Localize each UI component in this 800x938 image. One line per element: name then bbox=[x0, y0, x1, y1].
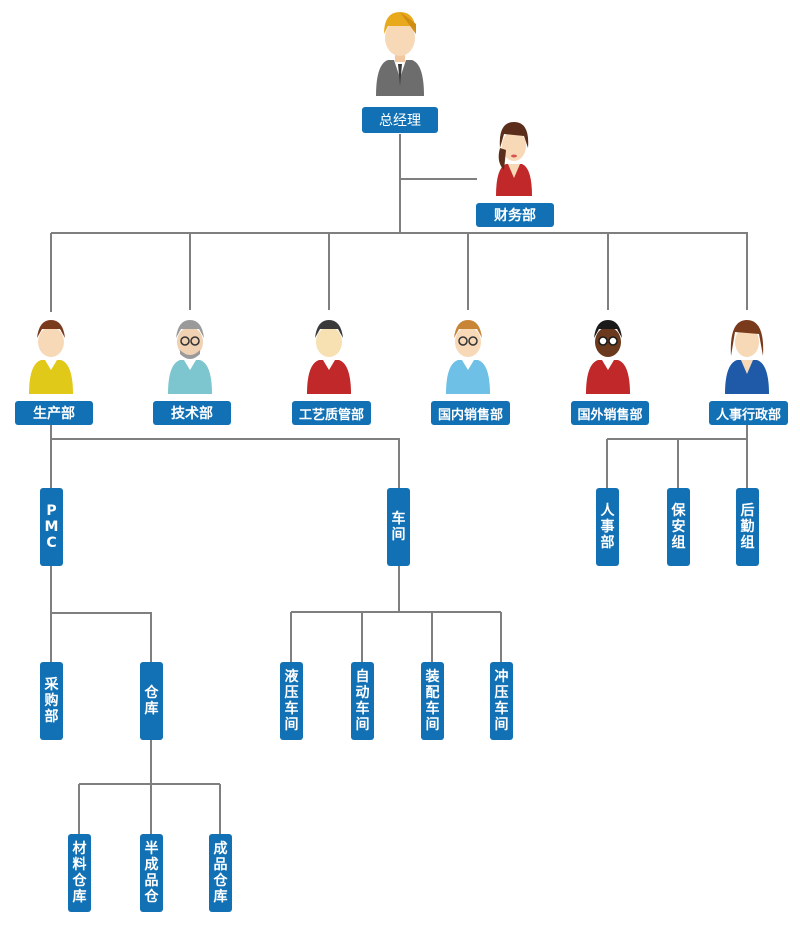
finance-box: 财务部 bbox=[476, 203, 554, 227]
vertical-char: 间 bbox=[494, 717, 509, 733]
vertical-char: 材 bbox=[72, 841, 87, 857]
vertical-char: 半 bbox=[144, 841, 159, 857]
vertical-char: 人 bbox=[600, 503, 615, 519]
vertical-char: 仓 bbox=[144, 889, 159, 905]
vertical-char: 车 bbox=[425, 701, 440, 717]
dept-quality-box: 工艺质管部 bbox=[292, 401, 371, 425]
vertical-char: P bbox=[46, 503, 57, 519]
vertical-char: 成 bbox=[213, 841, 228, 857]
dept-label: 人事行政部 bbox=[715, 407, 781, 423]
vertical-char: 间 bbox=[391, 527, 406, 543]
vertical-char: 勤 bbox=[740, 519, 755, 535]
vertical-char: 车 bbox=[391, 511, 406, 527]
vertical-char: 装 bbox=[425, 669, 440, 685]
male-yellow-shirt-avatar-icon bbox=[29, 320, 73, 394]
finance-label: 财务部 bbox=[494, 208, 536, 224]
dept-label: 国外销售部 bbox=[577, 407, 643, 423]
vertical-char: 保 bbox=[671, 503, 686, 519]
logistics-box: 后勤组 bbox=[736, 488, 759, 566]
vertical-char: 配 bbox=[425, 685, 440, 701]
vertical-char: 购 bbox=[44, 693, 59, 709]
vertical-char: 液 bbox=[284, 669, 299, 685]
vertical-char: 品 bbox=[213, 857, 228, 873]
vertical-char: 车 bbox=[494, 701, 509, 717]
vertical-char: 成 bbox=[144, 857, 159, 873]
manager-avatar-icon bbox=[376, 12, 424, 96]
dept-production-box: 生产部 bbox=[15, 401, 93, 425]
vertical-char: 库 bbox=[144, 701, 159, 717]
female-blue-dress-avatar-icon bbox=[725, 320, 769, 394]
vertical-char: 安 bbox=[671, 519, 686, 535]
workshop-box: 车间 bbox=[387, 488, 410, 566]
gray-haired-glasses-avatar-icon bbox=[168, 320, 212, 394]
auto-workshop-box: 自动车间 bbox=[351, 662, 374, 740]
vertical-char: 仓 bbox=[213, 873, 228, 889]
dept-foreign-sales-box: 国外销售部 bbox=[571, 401, 649, 425]
male-glasses-avatar-icon bbox=[446, 320, 490, 394]
vertical-char: 间 bbox=[355, 717, 370, 733]
vertical-char: C bbox=[46, 535, 57, 551]
material-warehouse-box: 材料仓库 bbox=[68, 834, 91, 912]
gm-label: 总经理 bbox=[379, 113, 421, 129]
vertical-char: 组 bbox=[671, 535, 686, 551]
vertical-char: 库 bbox=[72, 889, 87, 905]
vertical-char: 部 bbox=[600, 535, 615, 551]
assembly-workshop-box: 装配车间 bbox=[421, 662, 444, 740]
dept-label: 工艺质管部 bbox=[298, 407, 364, 423]
female-avatar-icon bbox=[496, 122, 532, 196]
vertical-char: 自 bbox=[355, 669, 370, 685]
vertical-char: 仓 bbox=[72, 873, 87, 889]
vertical-char: 压 bbox=[284, 685, 299, 701]
vertical-char: 部 bbox=[44, 709, 59, 725]
purchase-box: 采购部 bbox=[40, 662, 63, 740]
vertical-char: 压 bbox=[494, 685, 509, 701]
dept-hr-box: 人事行政部 bbox=[709, 401, 788, 425]
vertical-char: 组 bbox=[740, 535, 755, 551]
dept-label: 生产部 bbox=[33, 406, 75, 422]
vertical-char: 冲 bbox=[494, 669, 509, 685]
male-red-shirt-avatar-icon bbox=[307, 320, 351, 394]
dept-tech-box: 技术部 bbox=[153, 401, 231, 425]
vertical-char: 品 bbox=[144, 873, 159, 889]
vertical-char: 车 bbox=[284, 701, 299, 717]
vertical-char: 间 bbox=[284, 717, 299, 733]
dept-domestic-sales-box: 国内销售部 bbox=[431, 401, 510, 425]
vertical-char: 后 bbox=[740, 503, 755, 519]
stamping-workshop-box: 冲压车间 bbox=[490, 662, 513, 740]
vertical-char: 库 bbox=[213, 889, 228, 905]
gm-box: 总经理 bbox=[362, 107, 438, 133]
personnel-box: 人事部 bbox=[596, 488, 619, 566]
vertical-char: M bbox=[44, 519, 59, 535]
vertical-char: 事 bbox=[600, 519, 615, 535]
vertical-char: 车 bbox=[355, 701, 370, 717]
dark-skin-glasses-avatar-icon bbox=[586, 320, 630, 394]
dept-label: 国内销售部 bbox=[437, 407, 503, 423]
vertical-char: 间 bbox=[425, 717, 440, 733]
security-box: 保安组 bbox=[667, 488, 690, 566]
hydraulic-workshop-box: 液压车间 bbox=[280, 662, 303, 740]
vertical-char: 动 bbox=[355, 685, 370, 701]
vertical-char: 料 bbox=[72, 857, 87, 873]
dept-label: 技术部 bbox=[171, 406, 213, 422]
vertical-char: 采 bbox=[44, 677, 59, 693]
vertical-char: 仓 bbox=[144, 685, 159, 701]
finished-warehouse-box: 成品仓库 bbox=[209, 834, 232, 912]
warehouse-box: 仓库 bbox=[140, 662, 163, 740]
semi-finished-warehouse-box: 半成品仓 bbox=[140, 834, 163, 912]
